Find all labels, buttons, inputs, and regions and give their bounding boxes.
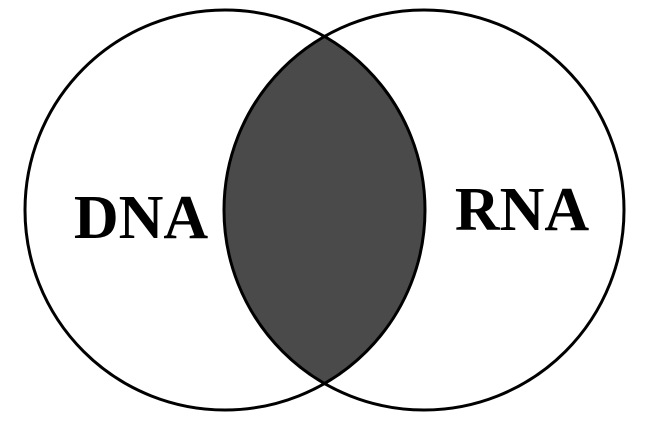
rna-circle [222, 8, 626, 412]
dna-circle [23, 8, 427, 412]
dna-label: DNA [74, 184, 209, 252]
rna-label: RNA [455, 176, 590, 244]
